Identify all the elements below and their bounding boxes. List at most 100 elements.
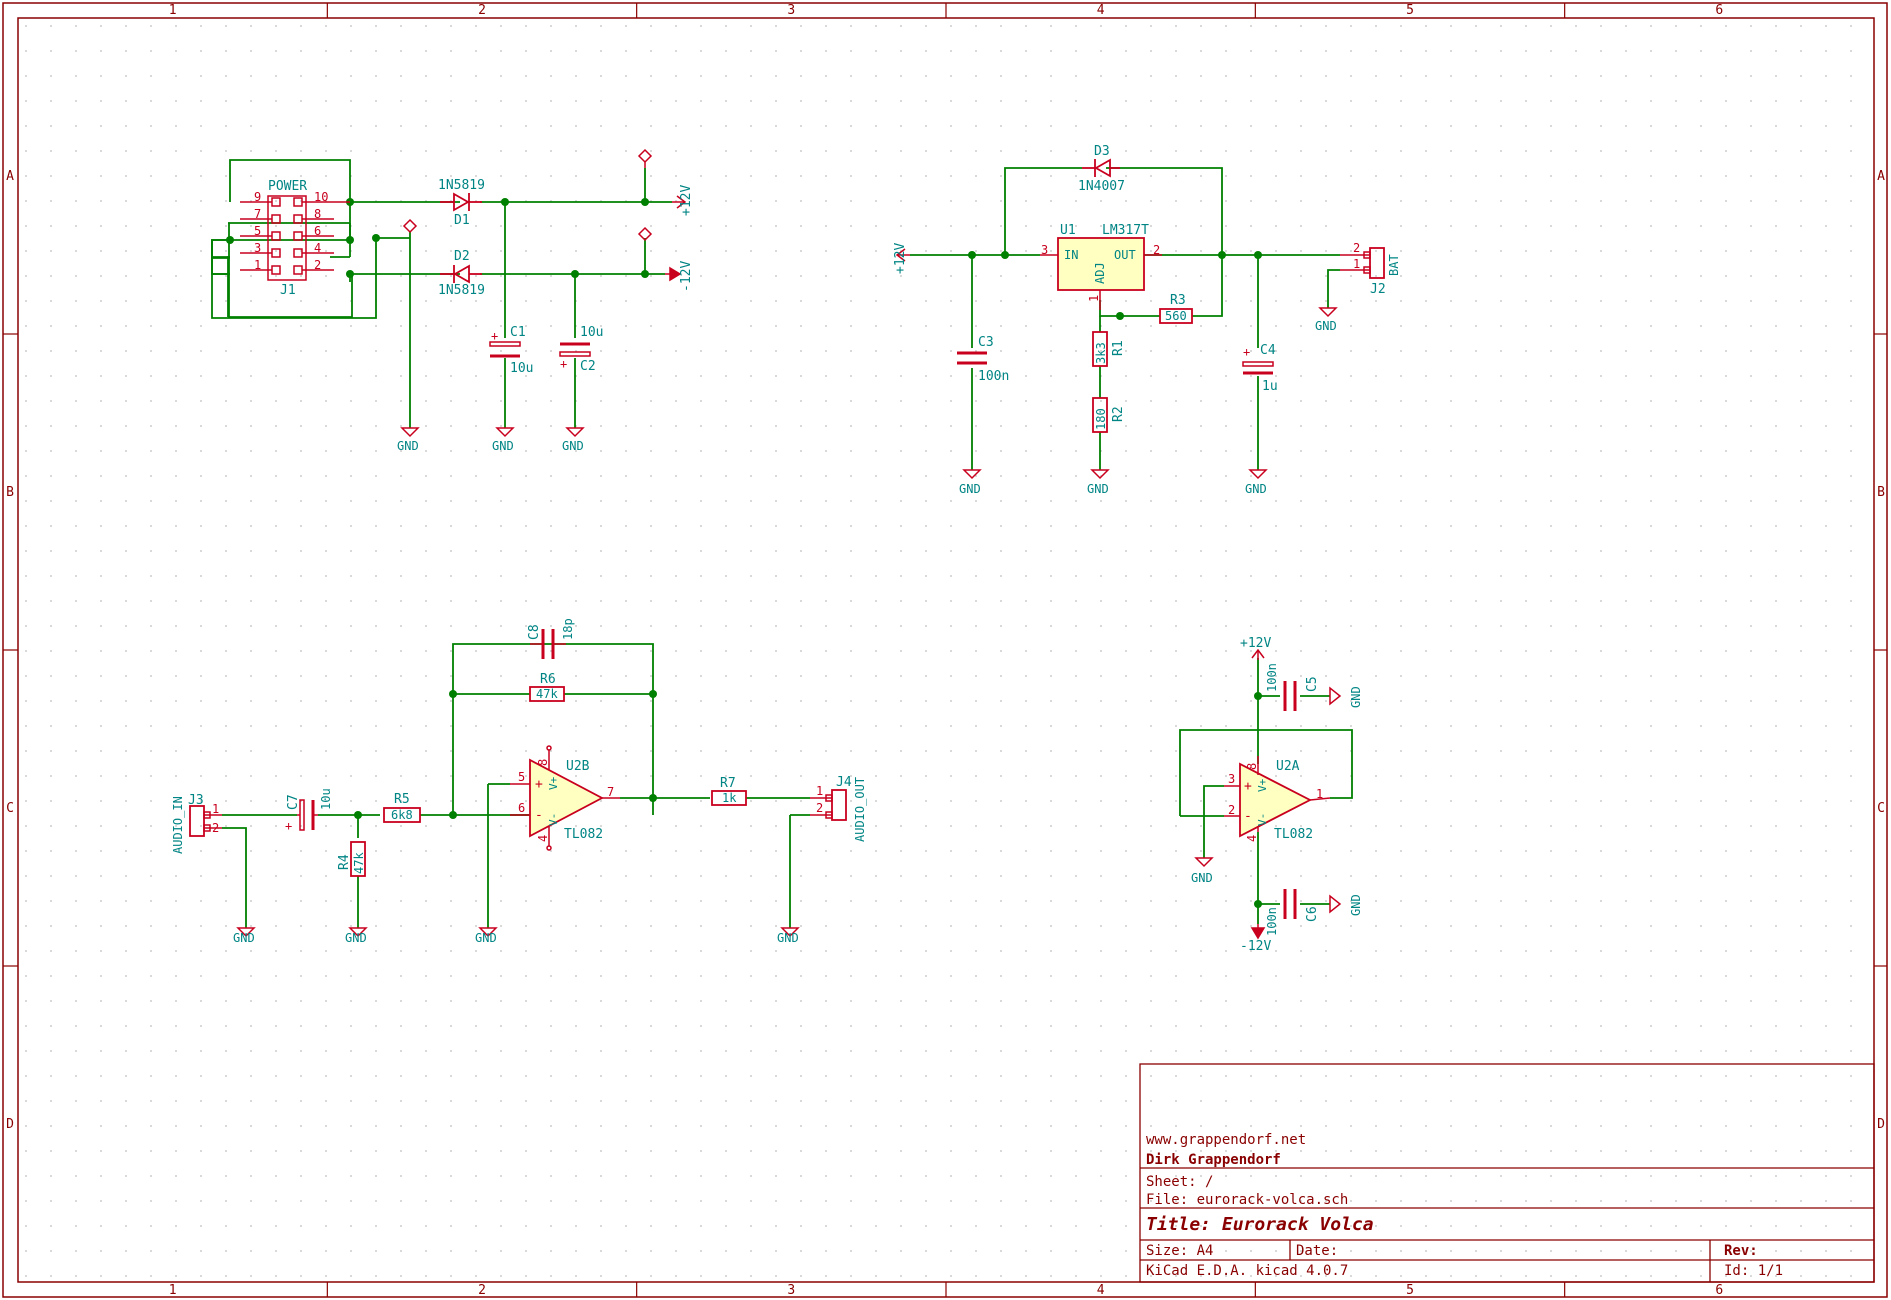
frame-row-label: A (1877, 169, 1885, 184)
tb-tool: KiCad E.D.A. kicad 4.0.7 (1146, 1263, 1348, 1279)
d2-value: 1N5819 (438, 283, 485, 298)
u2a-vplus: V+ (1256, 778, 1269, 792)
u1-regulator-body (1057, 237, 1145, 291)
gnd-label-1: GND (397, 439, 419, 453)
r1-value: 3k3 (1094, 342, 1108, 364)
c5-capacitor (1283, 681, 1297, 711)
u2a-neg12v-arrow-icon (1250, 924, 1266, 940)
pos12v-arrow-icon (672, 195, 687, 209)
tb-title: Title: Eurorack Volca (1146, 1214, 1374, 1235)
frame-col-label: 4 (1097, 3, 1105, 18)
j3-pin2: 2 (212, 821, 219, 835)
frame-row-label: C (6, 801, 14, 816)
opamp-section: +12V -12V 100n C5 100n C6 GND GND GND (1179, 636, 1363, 954)
audio-section: J3 AUDIO_IN 1 2 + C7 10u 47k R4 R5 6k8 C… (171, 618, 867, 945)
j2-value: BAT (1387, 254, 1401, 276)
j2-pin1: 1 (1353, 257, 1360, 271)
reg-gnd-label-2: GND (1087, 482, 1109, 496)
u2a-gnd-label-2: GND (1349, 894, 1363, 916)
r5-resistor (383, 807, 421, 823)
frame-col-label: 1 (169, 1283, 177, 1298)
j1-power-connector: POWER J1 9 7 5 3 1 10 8 6 4 2 (240, 179, 350, 298)
c6-ref: C6 (1305, 906, 1320, 922)
c5-value: 100n (1265, 663, 1279, 692)
title-block: www.grappendorf.net Dirk Grappendorf She… (1139, 1063, 1875, 1283)
r7-resistor (711, 790, 747, 806)
c4-ref: C4 (1260, 343, 1276, 358)
u2b-pin8: 8 (536, 759, 550, 766)
reg-pos12v-label: +12V (893, 243, 908, 274)
frame-col-label: 2 (478, 3, 486, 18)
j2-ref: J2 (1370, 282, 1386, 297)
c2-ref: C2 (580, 359, 596, 374)
frame-col-label: 6 (1715, 3, 1723, 18)
c5-ref: C5 (1305, 676, 1320, 692)
gnd-label-2: GND (492, 439, 514, 453)
u2a-pin4: 4 (1245, 835, 1259, 842)
c3-ref: C3 (978, 335, 994, 350)
u1-adj-label: ADJ (1093, 262, 1107, 284)
j1-pin8: 8 (314, 207, 321, 221)
c2-value: 10u (580, 325, 603, 340)
d3-value: 1N4007 (1078, 179, 1125, 194)
d3-ref: D3 (1094, 144, 1110, 159)
u2a-gnd-label-3: GND (1191, 871, 1213, 885)
j3-connector (189, 805, 205, 837)
u2b-ref: U2B (566, 759, 590, 774)
tb-url: www.grappendorf.net (1146, 1132, 1306, 1148)
u2a-minus: - (1244, 809, 1252, 824)
c7-capacitor (297, 799, 318, 831)
u2b-pin5: 5 (518, 770, 525, 784)
audio-gnd-label-4: GND (777, 931, 799, 945)
tb-sheet: Sheet: / (1146, 1174, 1213, 1190)
j1-pin9: 9 (254, 190, 261, 204)
pwr-flag-icons (402, 148, 653, 242)
neg12v-label: -12V (679, 261, 694, 292)
u2a-plus: + (1244, 779, 1252, 794)
c3-capacitor (957, 351, 987, 365)
u1-value: LM317T (1102, 223, 1149, 238)
u2b-plus: + (535, 777, 543, 792)
u2a-pin8: 8 (1245, 763, 1259, 770)
j4-pin2: 2 (816, 801, 823, 815)
c4-capacitor (1242, 361, 1274, 375)
d1-diode (440, 192, 482, 212)
c7-value: 10u (319, 788, 333, 810)
reg-gnd-icons (962, 307, 1338, 480)
c8-value: 18p (561, 618, 575, 640)
frame-col-label: 5 (1406, 1283, 1414, 1298)
d2-diode (440, 264, 482, 284)
reg-gnd-label-1: GND (959, 482, 981, 496)
c8-capacitor (530, 629, 566, 659)
u2a-gnd-label-1: GND (1349, 686, 1363, 708)
j2-connector (1369, 247, 1385, 279)
u2a-pin1: 1 (1316, 787, 1323, 801)
tb-date: Date: (1296, 1243, 1338, 1259)
j1-pin3: 3 (254, 241, 261, 255)
r3-ref: R3 (1170, 293, 1186, 308)
reg-gnd-label-3: GND (1245, 482, 1267, 496)
u2b-pin6: 6 (518, 801, 525, 815)
j1-pin2: 2 (314, 258, 321, 272)
u2b-pin7: 7 (607, 785, 614, 799)
reg-gnd-label-4: GND (1315, 319, 1337, 333)
c2-plus: + (560, 357, 567, 371)
tb-id: Id: 1/1 (1724, 1263, 1783, 1279)
r4-resistor (350, 841, 366, 877)
u2a-pin3: 3 (1228, 772, 1235, 786)
j1-ref: J1 (280, 283, 296, 298)
j3-value: AUDIO_IN (171, 796, 185, 854)
u1-out-label: OUT (1114, 248, 1136, 262)
u1-pin-out: 2 (1153, 243, 1160, 257)
reg-pos12v-arrow-icon (895, 248, 910, 262)
c1-ref: C1 (510, 325, 526, 340)
tb-file: File: eurorack-volca.sch (1146, 1192, 1348, 1208)
r4-ref: R4 (337, 854, 352, 870)
r2-ref: R2 (1111, 406, 1126, 422)
c2-capacitor (559, 342, 591, 357)
gnd-label-3: GND (562, 439, 584, 453)
r7-ref: R7 (720, 776, 736, 791)
j1-label: POWER (268, 179, 307, 194)
tb-rev: Rev: (1724, 1243, 1758, 1259)
r1-ref: R1 (1111, 340, 1126, 356)
